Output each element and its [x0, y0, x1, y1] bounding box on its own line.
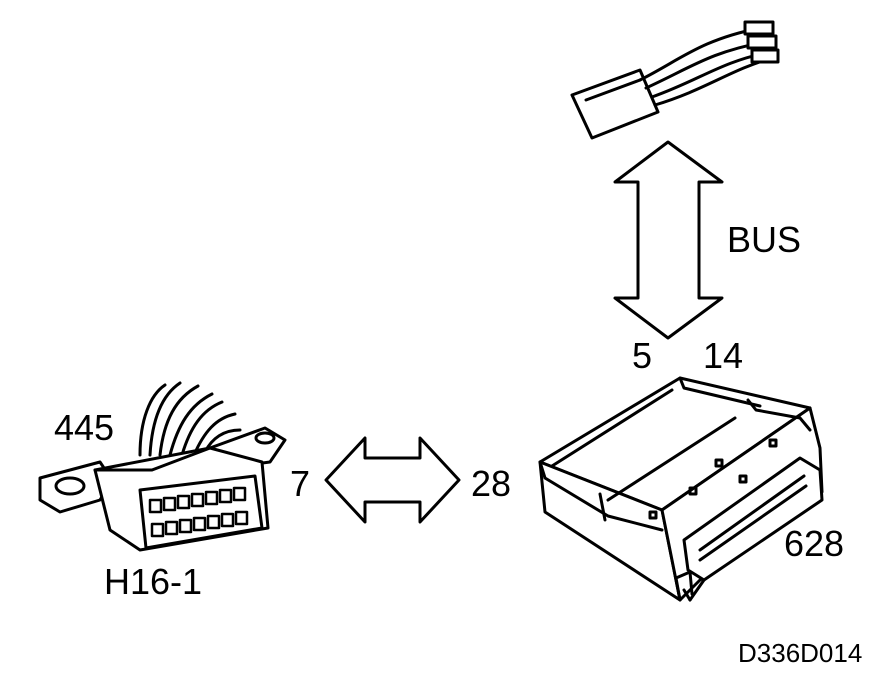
- unit-number-label: 628: [784, 523, 845, 564]
- connector-id-label: H16-1: [104, 561, 203, 602]
- connector-number-label: 445: [54, 407, 115, 448]
- bus-arrow: [613, 140, 724, 340]
- bus-label: BUS: [727, 219, 802, 260]
- pin-28-label: 28: [471, 463, 512, 504]
- pin-5-label: 5: [632, 335, 653, 376]
- diagnostic-connector: [38, 381, 287, 552]
- link-arrow: [324, 436, 461, 524]
- figure-code: D336D014: [738, 638, 863, 668]
- control-unit: [538, 376, 824, 602]
- pin-7-label: 7: [290, 463, 311, 504]
- bus-plug: [570, 20, 780, 140]
- pin-14-label: 14: [703, 335, 744, 376]
